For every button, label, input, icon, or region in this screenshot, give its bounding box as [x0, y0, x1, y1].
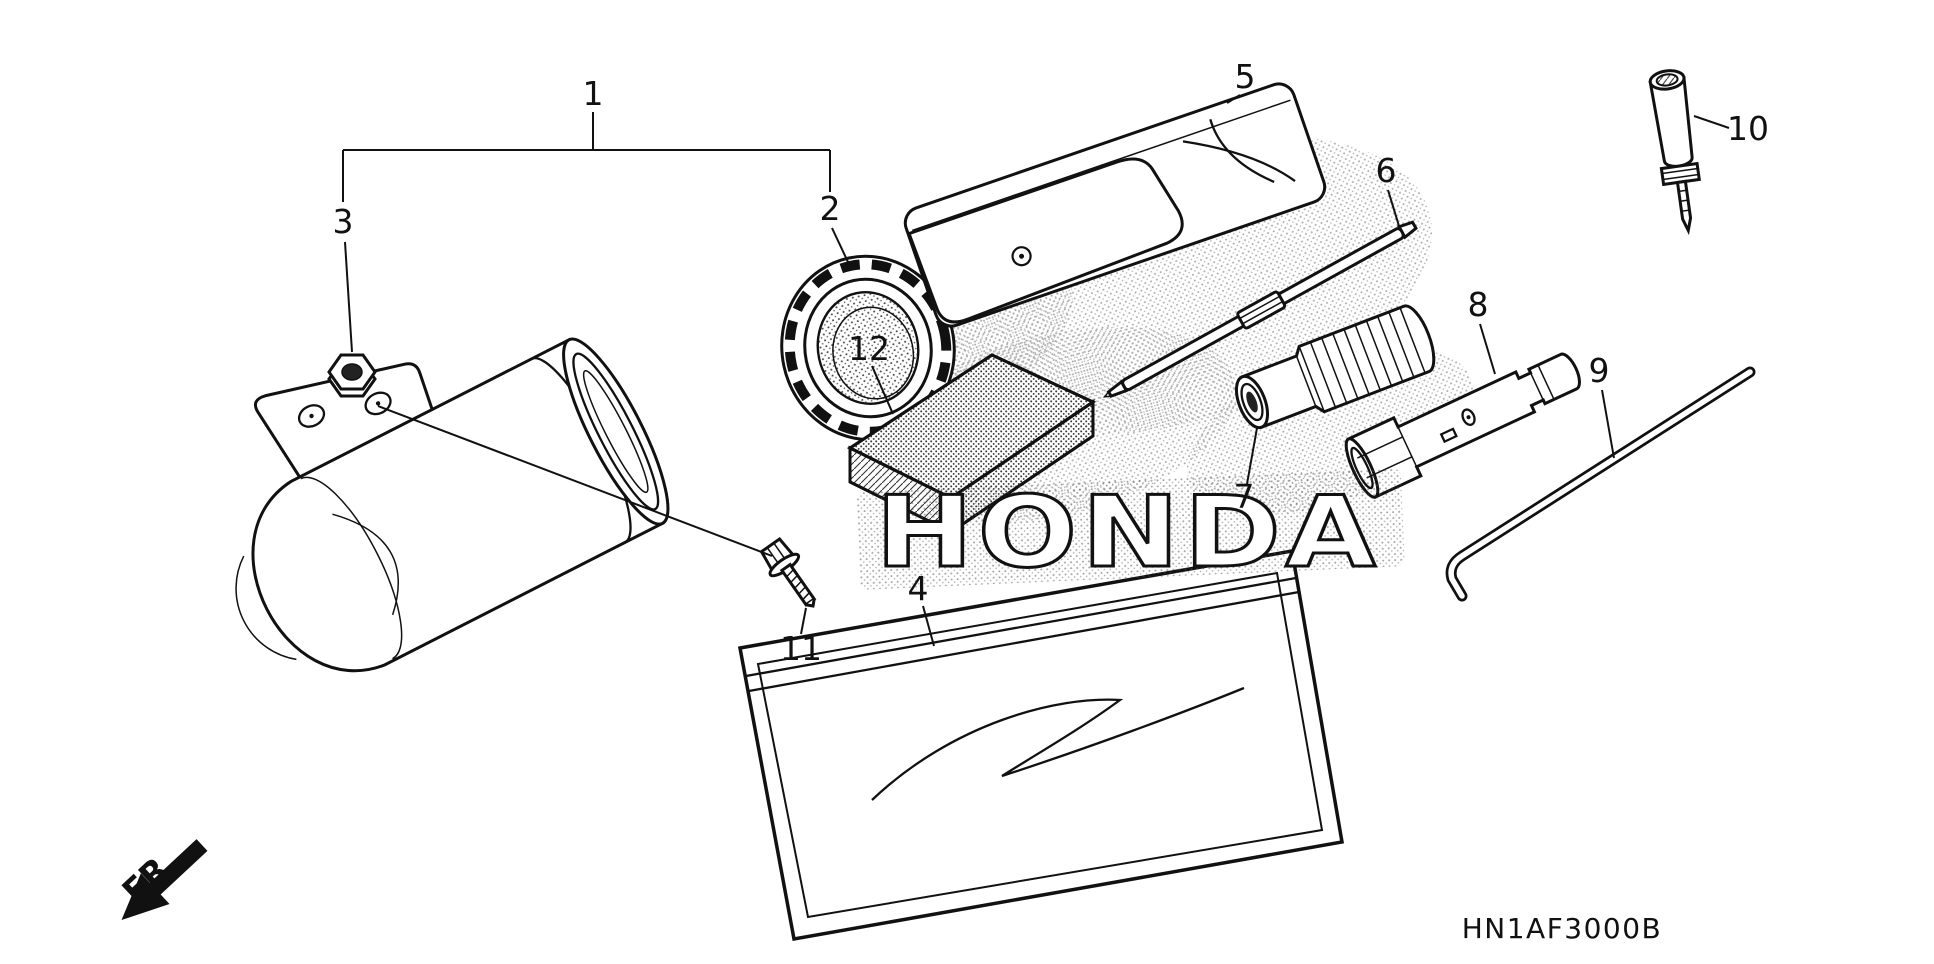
honda-watermark: HONDA — [856, 468, 1405, 592]
callout-10-label: 10 — [1727, 109, 1769, 148]
callout-1-bracket — [342, 112, 831, 202]
callout-6-label: 6 — [1376, 151, 1397, 190]
callout-6-leader — [1387, 189, 1400, 227]
part-document-bag — [737, 548, 1345, 942]
callout-5-leader — [1226, 94, 1241, 104]
honda-watermark-text: HONDA — [876, 476, 1381, 590]
callout-11-leader — [800, 607, 807, 635]
callout-8-leader — [1479, 323, 1496, 375]
callout-5-label: 5 — [1235, 57, 1256, 96]
callout-2-leader — [831, 227, 849, 263]
fr-label: FR. — [115, 840, 186, 910]
part-driver-shaft — [1102, 220, 1418, 398]
part-flange-bolt — [759, 537, 817, 608]
callout-3-label: 3 — [333, 202, 354, 241]
part-storage-tube — [235, 337, 670, 673]
part-socket-driver — [1234, 304, 1436, 430]
callout-leaders — [342, 94, 1730, 647]
callout-3-leader — [344, 241, 353, 353]
part-tool-pouch — [903, 82, 1327, 328]
fr-direction-arrow-icon — [121, 839, 208, 921]
callout-4-label: 4 — [908, 569, 929, 608]
callout-2-label: 2 — [820, 189, 841, 228]
callout-7-label: 7 — [1234, 477, 1255, 516]
callout-12-leader — [871, 365, 894, 415]
callout-7-leader — [1246, 427, 1258, 485]
diagram-code: HN1AF3000B — [1462, 912, 1663, 945]
bolt-position-leader — [377, 405, 773, 557]
callout-9-label: 9 — [1589, 351, 1610, 390]
part-cap-nut — [327, 353, 377, 398]
callout-8-label: 8 — [1468, 285, 1489, 324]
part-grip-tool — [1648, 69, 1701, 236]
callout-10-leader — [1693, 115, 1730, 129]
callout-1-label: 1 — [583, 74, 604, 113]
callout-4-leader — [922, 605, 935, 647]
callout-11-label: 11 — [780, 629, 822, 668]
callout-12-label: 12 — [848, 329, 890, 368]
callout-9-leader — [1601, 389, 1615, 459]
front-direction: FR. — [115, 839, 208, 921]
callout-labels: 1 2 3 4 5 6 7 8 9 10 11 12 — [333, 57, 1770, 668]
part-bar-wrench — [1445, 366, 1756, 602]
